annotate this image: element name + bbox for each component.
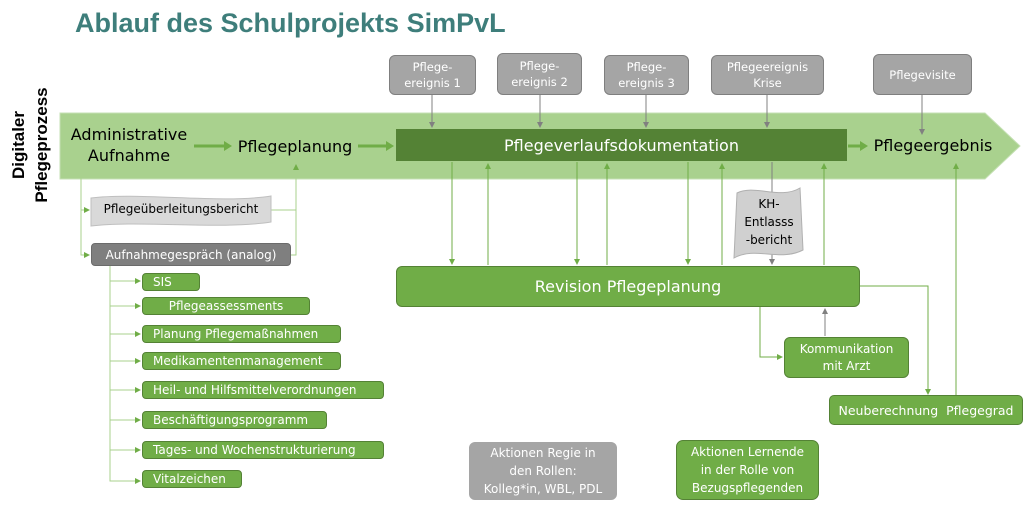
flow-arrow-3 — [848, 141, 868, 151]
event-pflegeereignis-1: Pflege- ereignis 1 — [389, 55, 476, 95]
document-pflegeueberleitungsbericht: Pflegeüberleitungsbericht — [103, 202, 259, 216]
step-pflegeverlaufsdokumentation: Pflegeverlaufsdokumentation — [504, 136, 739, 155]
event-pflegeereignis-2: Pflege- ereignis 2 — [497, 53, 582, 95]
step-administrative-aufnahme: Administrative Aufnahme — [70, 125, 188, 165]
item-vitalzeichen: Vitalzeichen — [142, 470, 242, 488]
legend-aktionen-lernende: Aktionen Lernende in der Rolle von Bezug… — [676, 440, 819, 500]
verlaufsdoku-block — [396, 129, 847, 161]
flow-arrow-1 — [194, 141, 232, 151]
step-pflegeplanung: Pflegeplanung — [237, 137, 353, 156]
event-pflegeereignis-3: Pflege- ereignis 3 — [604, 55, 689, 95]
item-heil-hilfsmittel: Heil- und Hilfsmittelverordnungen — [142, 381, 384, 399]
item-planung-pflegemassnahmen: Planung Pflegemaßnahmen — [142, 325, 341, 343]
event-pflegeereignis-krise: Pflegeereignis Krise — [711, 55, 824, 95]
page-title: Ablauf des Schulprojekts SimPvL — [75, 8, 506, 38]
aufnahmegespraech-box: Aufnahmegespräch (analog) — [91, 243, 291, 266]
flow-arrow-2 — [358, 141, 394, 151]
item-tages-wochenstrukturierung: Tages- und Wochenstrukturierung — [142, 441, 384, 459]
item-medikamentenmanagement: Medikamentenmanagement — [142, 352, 341, 370]
document-kh-entlassbericht: KH- Entlasss -bericht — [744, 197, 794, 247]
kh-entlass-document-shape — [733, 187, 804, 259]
step-pflegeergebnis: Pflegeergebnis — [873, 136, 993, 155]
legend-aktionen-regie: Aktionen Regie in den Rollen: Kolleg*in,… — [469, 442, 617, 500]
item-pflegeassessments: Pflegeassessments — [142, 297, 310, 315]
neuberechnung-pflegegrad: Neuberechnung Pflegegrad — [829, 395, 1023, 425]
ueberleitung-document-shape — [90, 195, 272, 227]
kommunikation-mit-arzt: Kommunikation mit Arzt — [784, 337, 909, 378]
item-sis: SIS — [142, 273, 200, 291]
item-beschaeftigungsprogramm: Beschäftigungsprogramm — [142, 411, 327, 429]
event-pflegevisite: Pflegevisite — [873, 54, 972, 95]
revision-pflegeplanung: Revision Pflegeplanung — [396, 266, 860, 307]
